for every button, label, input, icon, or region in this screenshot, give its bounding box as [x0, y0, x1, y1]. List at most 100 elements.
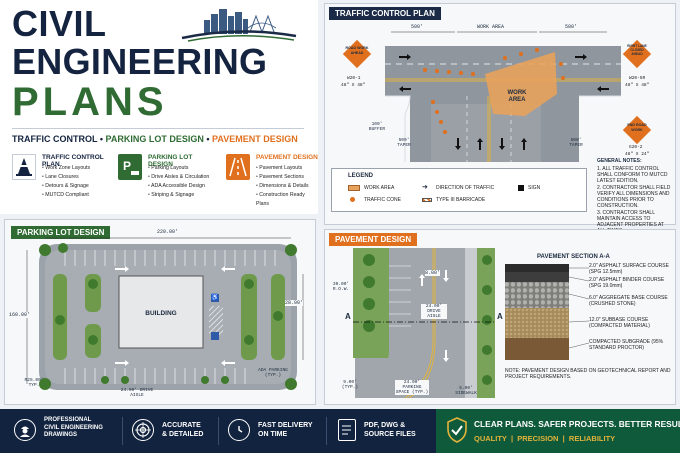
service-item: Parking Layouts: [148, 164, 209, 173]
traffic-plan-drawing: [342, 31, 652, 162]
service-list: Pavement Layouts Pavement Sections Dimen…: [256, 164, 318, 209]
accessible-parking-icon: ♿: [211, 295, 219, 301]
legend-box: LEGEND WORK AREA ➜ DIRECTION OF TRAFFIC …: [331, 168, 587, 212]
divider: [326, 417, 327, 445]
dim-right: 28.00': [285, 300, 304, 306]
drive-aisle-label: 24.00' DRIVE AISLE: [421, 304, 447, 319]
ada-parking-label: ADA PARKING (TYP.): [258, 368, 288, 378]
engineer-icon: [14, 419, 36, 441]
category-traffic: TRAFFIC CONTROL: [12, 134, 98, 144]
clock-icon: [228, 419, 250, 441]
service-item: Pavement Layouts: [256, 164, 318, 173]
work-area-label: WORK AREA: [507, 90, 527, 103]
feature-label: PDF, DWG & SOURCE FILES: [364, 421, 416, 439]
feature-line: & DETAILED: [162, 431, 204, 438]
legend-item: SIGN: [528, 185, 541, 191]
service-item: Detours & Signage: [42, 182, 90, 191]
leader-lines: [569, 267, 589, 349]
pavement-panel: PAVEMENT DESIGN 30.00' R.O: [324, 229, 676, 405]
layer-label: 2.0" ASPHALT SURFACE COURSE (SPG 12.5mm): [589, 263, 669, 275]
panel-label: TRAFFIC CONTROL PLAN: [329, 7, 441, 20]
legend-title: LEGEND: [348, 173, 374, 179]
section-marker-right: A: [497, 312, 503, 321]
tagline-block: CLEAR PLANS. SAFER PROJECTS. BETTER RESU…: [436, 409, 680, 453]
service-item: Construction Ready Plans: [256, 191, 318, 209]
divider: [218, 417, 219, 445]
taper-label: 500' TAPER: [397, 138, 411, 148]
legend-item: TRAFFIC CONE: [364, 197, 401, 203]
service-title: PAVEMENT DESIGN: [256, 154, 318, 161]
traffic-control-panel: TRAFFIC CONTROL PLAN: [324, 3, 676, 234]
service-traffic: TRAFFIC CONTROL PLAN Work Zone Layouts L…: [12, 152, 112, 208]
layer-subgrade: [505, 338, 569, 360]
hero: CIVIL ENGINEERING PLANS TRAFFIC CONTROL …: [0, 0, 318, 214]
feature-line: SOURCE FILES: [364, 431, 416, 438]
service-parking: P PARKING LOT DESIGN Parking Layouts Dri…: [118, 152, 218, 208]
panel-label: PAVEMENT DESIGN: [329, 233, 418, 246]
sign-right-lane-closed: RIGHT LANE CLOSED AHEAD: [627, 44, 647, 56]
dim-left: 500': [411, 24, 424, 30]
sign-square-icon: [518, 185, 524, 191]
category-pavement: PAVEMENT DESIGN: [212, 134, 298, 144]
feature-label: FAST DELIVERY ON TIME: [258, 421, 313, 439]
feature-line: ACCURATE: [162, 422, 201, 429]
barricade-icon: [422, 198, 432, 202]
sign-road-work-ahead: ROAD WORK AHEAD: [345, 46, 369, 55]
service-item: ADA Accessible Design: [148, 182, 209, 191]
sign-end-road-work: END ROAD WORK: [627, 123, 647, 132]
pavement-plan-drawing: [353, 248, 495, 399]
sign-code: W20-5R: [629, 76, 646, 81]
service-item: Pavement Sections: [256, 173, 318, 182]
category-row: TRAFFIC CONTROL • PARKING LOT DESIGN • P…: [12, 134, 298, 144]
dim-left: 160.00': [9, 312, 31, 318]
feature-line: FAST DELIVERY: [258, 422, 313, 429]
layer-aggregate-base: [505, 282, 569, 308]
traffic-cone-icon: [350, 197, 355, 202]
parking-lot-drawing: [26, 237, 304, 390]
service-item: Dimensions & Details: [256, 182, 318, 191]
city-skyline-icon: [181, 9, 297, 42]
pavement-note: NOTE: PAVEMENT DESIGN BASED ON GEOTECHNI…: [505, 368, 671, 380]
divider: [122, 417, 123, 445]
left-dim-label: 9.00' (TYP.): [341, 380, 359, 390]
service-list: Parking Layouts Drive Aisles & Circulati…: [148, 164, 209, 200]
feature-line: PDF, DWG &: [364, 422, 406, 429]
section-marker-left: A: [345, 312, 351, 321]
sign-size: 48" X 48": [341, 83, 366, 88]
service-item: Striping & Signage: [148, 191, 209, 200]
general-note: 1. ALL TRAFFIC CONTROL SHALL CONFORM TO …: [597, 166, 668, 184]
parking-lot-panel: PARKING LOT DESIGN: [4, 219, 316, 405]
section-title: PAVEMENT SECTION A-A: [537, 254, 610, 260]
service-item: MUTCD Compliant: [42, 191, 90, 200]
dim-top: 220.00': [155, 229, 181, 235]
feature-line: PROFESSIONAL: [44, 417, 92, 423]
layer-label: 12.0" SUBBASE COURSE (COMPACTED MATERIAL…: [589, 317, 650, 329]
general-note: 2. CONTRACTOR SHALL FIELD VERIFY ALL DIM…: [597, 185, 671, 209]
arrow-right-icon: ➜: [422, 184, 428, 191]
feature-accurate: ACCURATE & DETAILED: [132, 417, 222, 447]
row-label: 30.00' R.O.W.: [332, 282, 350, 292]
taper-right-label: 500' TAPER: [569, 138, 583, 148]
sign-code: W20-1: [347, 76, 361, 81]
drive-aisle-label: 24.00' DRIVE AISLE: [120, 388, 154, 398]
sign-size: 48" X 24": [625, 152, 650, 157]
service-item: Drive Aisles & Circulation: [148, 173, 209, 182]
layer-asphalt-surface: [505, 264, 569, 272]
sign-size: 48" X 48": [625, 83, 650, 88]
target-icon: [132, 419, 154, 441]
footer-bar: PROFESSIONAL CIVIL ENGINEERING DRAWINGS …: [0, 409, 680, 453]
feature-label: PROFESSIONAL CIVIL ENGINEERING DRAWINGS: [44, 417, 103, 440]
legend-item: TYPE III BARRICADE: [436, 197, 486, 203]
tagline: CLEAR PLANS. SAFER PROJECTS. BETTER RESU…: [474, 419, 680, 429]
category-separator: •: [99, 134, 103, 144]
legend-item: WORK AREA: [364, 185, 395, 191]
legend-item: DIRECTION OF TRAFFIC: [436, 185, 495, 191]
general-notes-title: GENERAL NOTES:: [597, 158, 642, 164]
hero-divider: [12, 128, 304, 129]
layer-asphalt-binder: [505, 272, 569, 282]
traffic-cone-icon: [12, 154, 36, 180]
category-separator: •: [206, 134, 210, 144]
values: QUALITY | PRECISION | RELIABILITY: [474, 434, 616, 443]
road-icon: [226, 154, 250, 180]
parking-sign-icon: P: [118, 154, 142, 180]
